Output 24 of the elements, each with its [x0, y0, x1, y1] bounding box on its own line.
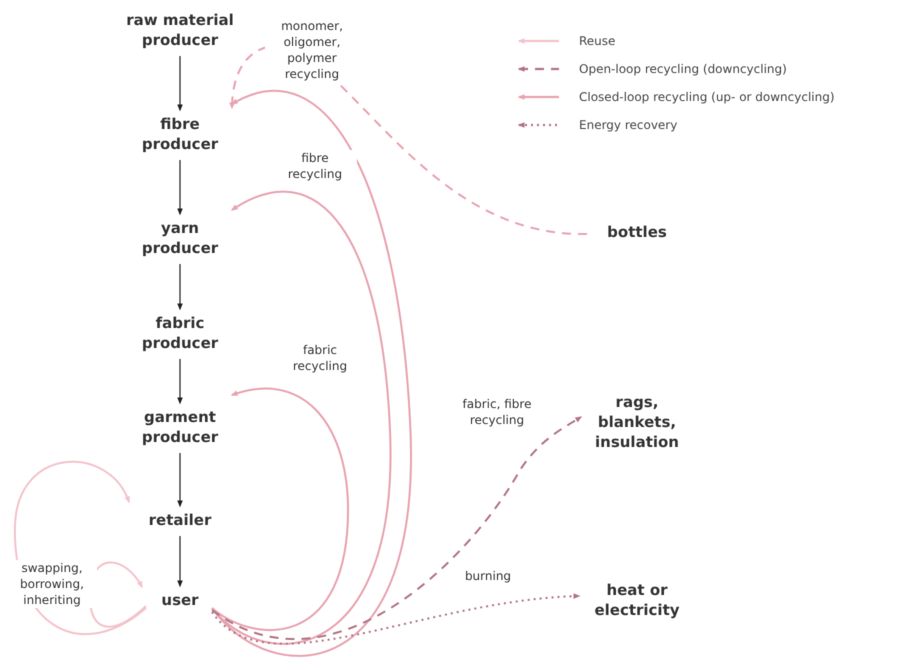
arrow: [177, 453, 183, 508]
arrow: [177, 264, 183, 310]
stage-label: bottles: [597, 222, 677, 242]
arrow: [177, 56, 183, 112]
arrow: [177, 359, 183, 404]
legend-label: Energy recovery: [579, 118, 678, 132]
stage-label: fibre producer: [130, 114, 230, 154]
legend-label: Closed-loop recycling (up- or downcycling): [579, 90, 835, 104]
dotted-arrow: [211, 594, 580, 644]
dashed-arrow: [211, 416, 582, 640]
arrow: [177, 160, 183, 216]
arrow: [211, 388, 349, 631]
legend-label: Reuse: [579, 34, 616, 48]
arrow: [211, 191, 391, 644]
stage-label: raw material producer: [115, 10, 245, 50]
legend-label: Open-loop recycling (downcycling): [579, 62, 787, 76]
stage-label: retailer: [135, 510, 225, 530]
arrow: [177, 536, 183, 588]
stage-label: garment producer: [130, 407, 230, 447]
stage-label: yarn producer: [130, 218, 230, 258]
stage-label: fabric producer: [130, 313, 230, 353]
stage-label: rags, blankets, insulation: [587, 392, 687, 452]
stage-label: heat or electricity: [587, 580, 687, 620]
stage-label: user: [150, 590, 210, 610]
